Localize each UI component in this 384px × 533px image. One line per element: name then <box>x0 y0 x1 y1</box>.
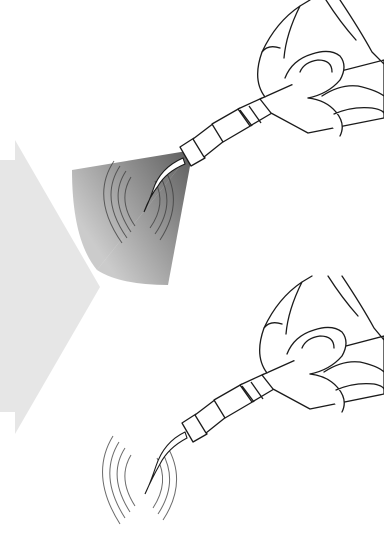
scaler-tip-bottom <box>145 432 187 494</box>
handpiece-with-light-panel <box>72 0 384 285</box>
handpiece-without-light-panel <box>103 276 384 524</box>
